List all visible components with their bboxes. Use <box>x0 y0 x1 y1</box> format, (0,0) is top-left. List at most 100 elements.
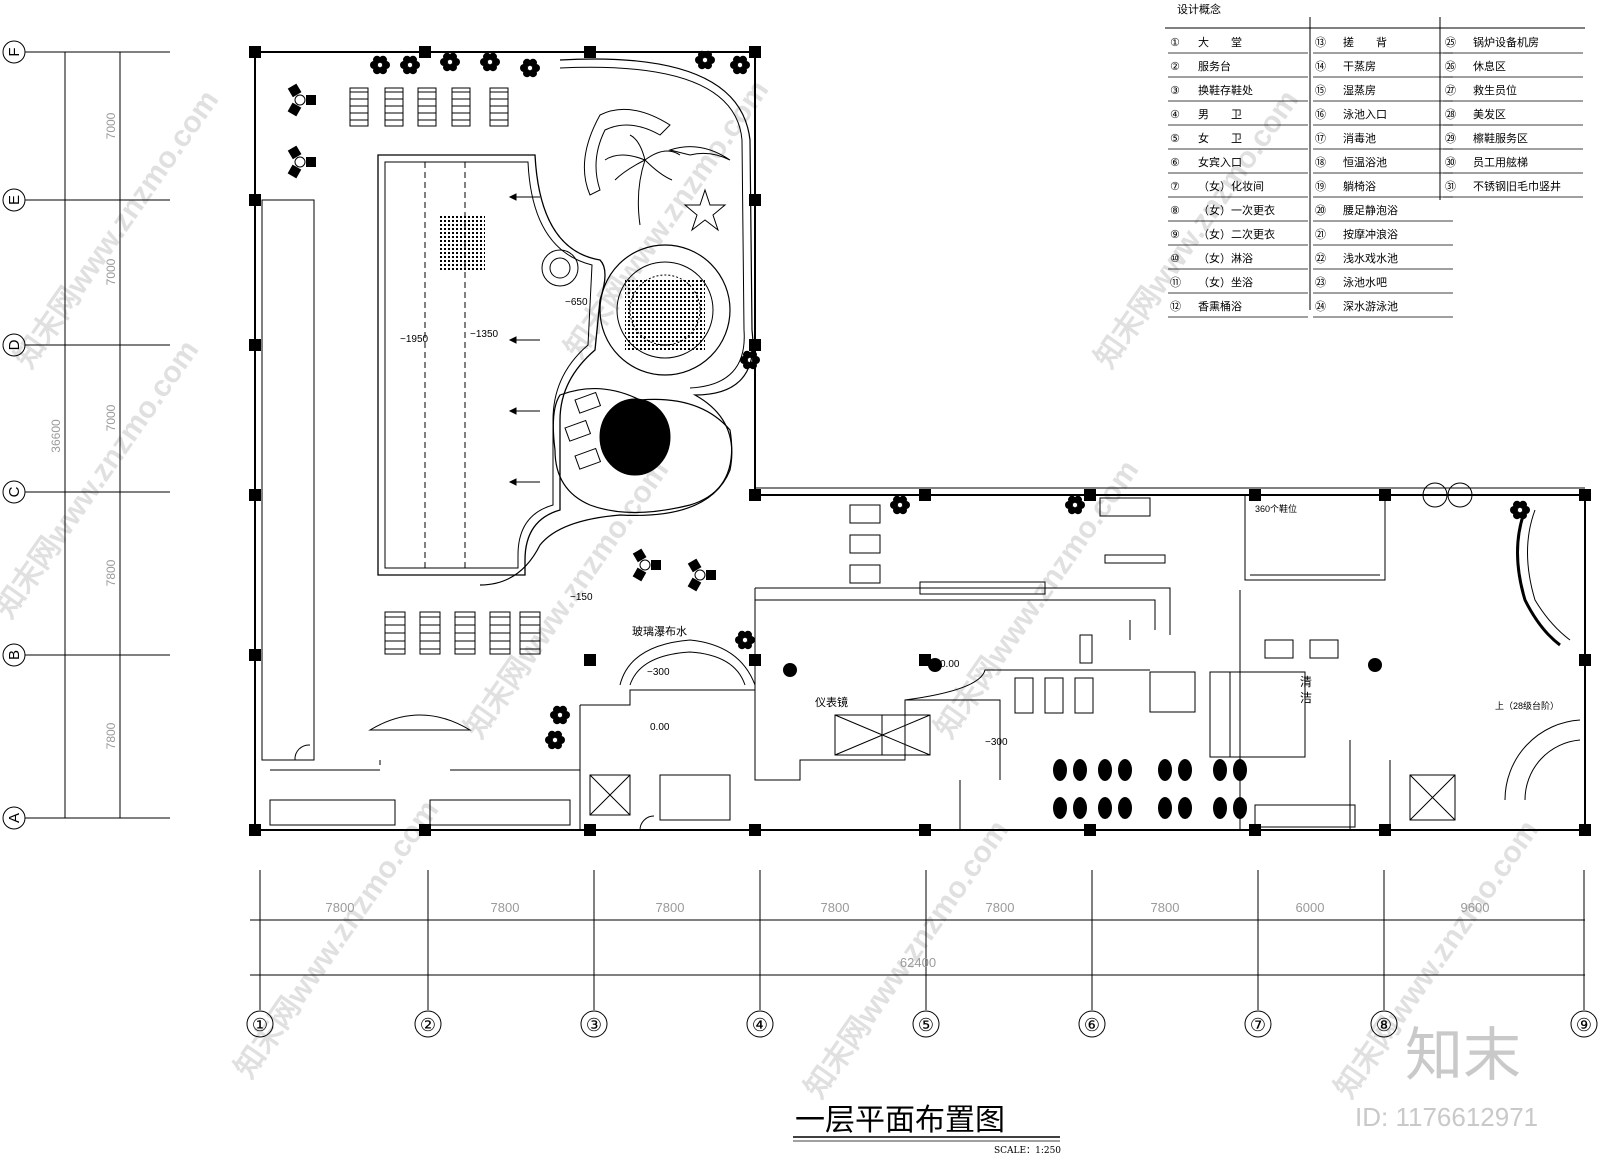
right-wing-furniture <box>269 482 1581 828</box>
legend-item: ㉖ 休息区 <box>1443 59 1583 78</box>
id-label: ID: 1176612971 <box>1355 1102 1538 1132</box>
col-spacing-label: 9600 <box>1461 900 1490 915</box>
legend-item: ⑦（女）化妆间 <box>1168 179 1308 198</box>
elevation-label: −300 <box>647 667 670 678</box>
brand-logo-text: 知末 <box>1405 1023 1521 1088</box>
row-spacing-label: 7800 <box>104 722 118 749</box>
legend-item-label: 员工用舷梯 <box>1473 155 1528 169</box>
legend-item-label: 锅炉设备机房 <box>1473 35 1539 49</box>
legend-item: ⑨（女）二次更衣 <box>1168 227 1308 246</box>
elevation-label: −1950 <box>400 334 429 345</box>
row-axis-label: A <box>6 813 23 823</box>
col-spacing-label: 7800 <box>491 900 520 915</box>
legend-item-number: ⑯ <box>1315 108 1326 121</box>
column-axis-bubble: ④ <box>746 1010 774 1038</box>
legend-item-number: ⑲ <box>1315 180 1326 193</box>
column-axis-bubble: ① <box>246 1010 274 1038</box>
pool-area <box>377 58 756 686</box>
legend-item-label: 消毒池 <box>1343 131 1376 145</box>
column-axis-label: ⑥ <box>1084 1015 1100 1035</box>
legend-item-number: ⑥ <box>1170 157 1180 169</box>
row-axis-bubble: F <box>2 40 26 64</box>
legend-item-number: ㉚ <box>1445 156 1456 169</box>
row-axis-label: D <box>6 339 23 350</box>
column-axis-bubble: ⑦ <box>1244 1010 1272 1038</box>
legend-item-label: 恒温浴池 <box>1343 156 1387 169</box>
column-axis-bubble: ② <box>414 1010 442 1038</box>
legend-item: ⑥ 女宾入口 <box>1168 155 1308 174</box>
legend-item-number: ㉖ <box>1445 60 1456 73</box>
col-spacing-label: 6000 <box>1296 900 1325 915</box>
row-total-label: 36600 <box>49 419 63 453</box>
col-spacing-label: 7800 <box>821 900 850 915</box>
legend-item-number: ⑩ <box>1170 253 1180 265</box>
legend-item-label: （女）二次更衣 <box>1198 227 1275 241</box>
legend-item-label: 泳池入口 <box>1343 107 1387 121</box>
col-spacing-label: 7800 <box>656 900 685 915</box>
column-axis-bubble: ⑨ <box>1570 1010 1598 1038</box>
row-axis-bubble: A <box>2 806 26 830</box>
direction-arrows <box>508 193 540 486</box>
brand-watermark: 知末 ID: 1176612971 <box>1355 1023 1538 1132</box>
palm-tree-icon <box>604 134 681 226</box>
legend-item-number: ⑳ <box>1315 204 1326 217</box>
clean-label-2: 洁 <box>1300 691 1312 705</box>
column-axis-label: ① <box>252 1015 268 1035</box>
column-axis-label: ④ <box>752 1015 768 1035</box>
watermark-layer: 知末网www.znzmo.com 知末网www.znzmo.com 知末网www… <box>0 74 1545 1104</box>
watermark-text: 知末网www.znzmo.com <box>229 794 446 1084</box>
legend-heading: 设计概念 <box>1177 2 1221 16</box>
legend-item-label: 腰足静泡浴 <box>1343 203 1398 217</box>
drawing-scale: SCALE：1:250 <box>994 1146 1061 1156</box>
legend-item-label: 休息区 <box>1473 59 1506 73</box>
legend-item-number: ⑫ <box>1170 300 1181 313</box>
legend-item-number: ② <box>1170 61 1180 73</box>
legend-item-number: ㉙ <box>1445 132 1456 145</box>
legend-item: ⑯ 泳池入口 <box>1313 107 1453 126</box>
mirror-label: 仪表镜 <box>815 695 848 709</box>
row-axis-bubble: D <box>2 333 26 357</box>
column-axis-bubble: ⑧ <box>1370 1010 1398 1038</box>
row-axis-bubble: B <box>2 643 26 667</box>
legend-item-number: ⑬ <box>1315 36 1326 49</box>
col-spacing-label: 7800 <box>326 900 355 915</box>
shrub-icons <box>370 50 1530 750</box>
col-total-label: 62400 <box>900 955 936 970</box>
legend-item: ㉕ 锅炉设备机房 <box>1443 35 1583 54</box>
lounger-icons <box>349 87 602 655</box>
legend-item-label: 浅水戏水池 <box>1343 252 1398 265</box>
legend-item-number: ⑤ <box>1170 133 1180 145</box>
legend-item-number: ㉕ <box>1445 36 1456 49</box>
stairs-label: 上（28级台阶） <box>1495 700 1559 711</box>
legend-item: ⑩（女）淋浴 <box>1168 251 1308 270</box>
column-axis-bubble: ③ <box>580 1010 608 1038</box>
watermark-text: 知末网www.znzmo.com <box>0 334 205 624</box>
legend-item-number: ① <box>1170 37 1180 49</box>
column-axis-label: ③ <box>586 1015 602 1035</box>
elevation-label: −300 <box>985 737 1008 748</box>
legend-item-label: （女）化妆间 <box>1198 179 1264 193</box>
legend-item-label: 女宾入口 <box>1198 155 1242 169</box>
column-axis-bubble: ⑤ <box>912 1010 940 1038</box>
watermark-text: 知末网www.znzmo.com <box>459 454 676 744</box>
legend-item-number: ㉓ <box>1315 276 1326 289</box>
drawing-title-block: 一层平面布置图 SCALE：1:250 <box>793 1103 1061 1156</box>
row-axis-label: E <box>6 195 23 205</box>
legend-item: ⑤ 女 卫 <box>1168 131 1308 150</box>
column-axis-label: ⑧ <box>1376 1015 1392 1035</box>
legend-item-label: 大 堂 <box>1198 35 1242 49</box>
legend-item-label: 女 卫 <box>1198 131 1242 145</box>
legend-item-number: ㉛ <box>1445 180 1456 193</box>
col-spacing-label: 7800 <box>986 900 1015 915</box>
